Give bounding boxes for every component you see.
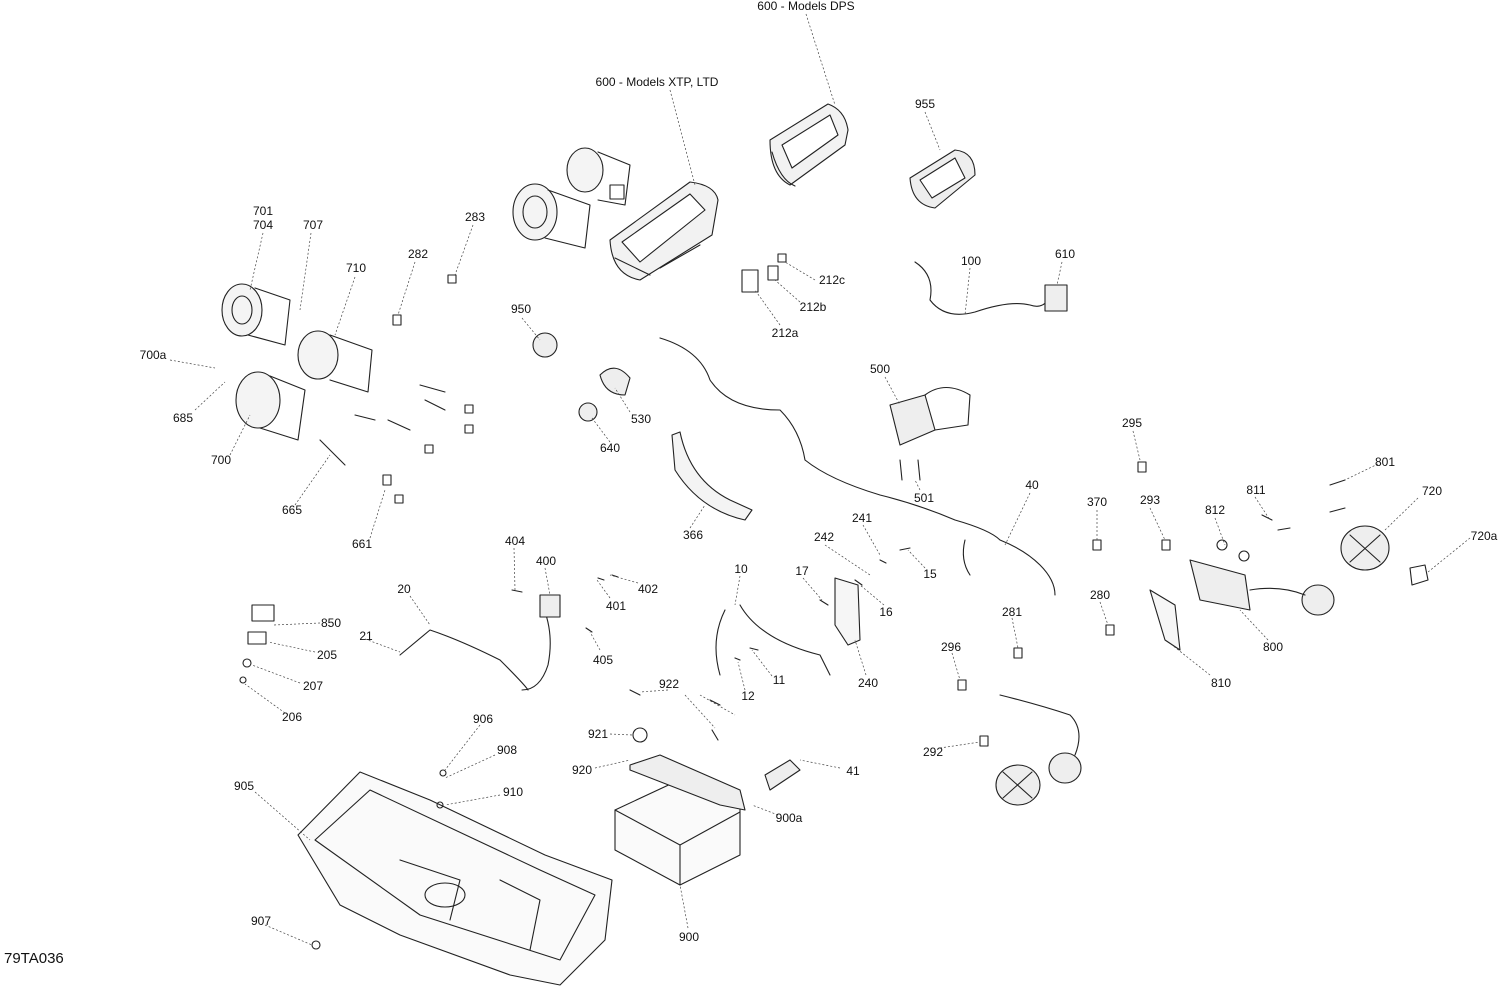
part-label-850: 850 [320, 616, 342, 630]
part-label-530: 530 [630, 412, 652, 426]
part-label-402: 402 [637, 582, 659, 596]
battery-900 [614, 754, 801, 886]
bracket-240 [834, 577, 861, 646]
part-label-685: 685 [172, 411, 194, 425]
part-label-707: 707 [302, 218, 324, 232]
gauge-cluster-xtp [609, 181, 719, 281]
part-label-40: 40 [1025, 478, 1039, 492]
part-label-281: 281 [1001, 605, 1023, 619]
part-label-212a: 212a [771, 326, 799, 340]
part-label-810: 810 [1210, 676, 1232, 690]
part-label-920: 920 [571, 763, 593, 777]
part-label-665: 665 [281, 503, 303, 517]
part-label-950: 950 [510, 302, 532, 316]
small-parts-misc [239, 461, 1346, 950]
part-label-405: 405 [592, 653, 614, 667]
part-label-366: 366 [682, 528, 704, 542]
part-label-206: 206 [281, 710, 303, 724]
part-label-907: 907 [250, 914, 272, 928]
part-label-720a: 720a [1470, 529, 1498, 543]
part-label-295: 295 [1121, 416, 1143, 430]
part-label-700: 700 [210, 453, 232, 467]
part-label-241: 241 [851, 511, 873, 525]
hose-366 [671, 431, 753, 521]
tray-905 [297, 771, 613, 986]
headlight-assembly-top [512, 147, 631, 249]
switches-center [532, 253, 787, 422]
part-label-207: 207 [302, 679, 324, 693]
part-label-900: 900 [678, 930, 700, 944]
part-label-212b: 212b [799, 300, 827, 314]
part-label-720: 720 [1421, 484, 1443, 498]
part-label-283: 283 [464, 210, 486, 224]
part-label-905: 905 [233, 779, 255, 793]
part-label-908: 908 [496, 743, 518, 757]
lights-right [995, 525, 1429, 806]
part-label-282: 282 [407, 247, 429, 261]
part-label-100: 100 [960, 254, 982, 268]
part-label-242: 242 [813, 530, 835, 544]
part-label-41: 41 [846, 764, 860, 778]
part-label-801: 801 [1374, 455, 1396, 469]
headlight-left-group [221, 283, 373, 441]
part-label-20: 20 [397, 582, 411, 596]
part-label-404: 404 [504, 534, 526, 548]
part-label-212c: 212c [818, 273, 846, 287]
display-955 [909, 149, 976, 209]
part-label-704: 704 [252, 218, 274, 232]
part-label-701: 701 [252, 204, 274, 218]
part-label-812: 812 [1204, 503, 1226, 517]
part-label-17: 17 [795, 564, 809, 578]
part-label-292: 292 [922, 745, 944, 759]
part-label-906: 906 [472, 712, 494, 726]
part-label-610: 610 [1054, 247, 1076, 261]
part-label-922: 922 [658, 677, 680, 691]
harness-40 [659, 337, 1056, 596]
part-label-205: 205 [316, 648, 338, 662]
harness-100 [914, 261, 1068, 315]
part-label-16: 16 [879, 605, 893, 619]
part-label-710: 710 [345, 261, 367, 275]
part-label-401: 401 [605, 599, 627, 613]
part-label-800: 800 [1262, 640, 1284, 654]
part-label-21: 21 [359, 629, 373, 643]
part-label-501: 501 [913, 491, 935, 505]
part-label-296: 296 [940, 640, 962, 654]
part-500 [889, 386, 971, 481]
part-label-10: 10 [734, 562, 748, 576]
figure-id: 79TA036 [4, 950, 64, 967]
part-label-400: 400 [535, 554, 557, 568]
part-label-955: 955 [914, 97, 936, 111]
part-label-600-xtp-ltd: 600 - Models XTP, LTD [595, 75, 719, 89]
part-label-921: 921 [587, 727, 609, 741]
part-label-500: 500 [869, 362, 891, 376]
gauge-dps [769, 103, 849, 187]
part-label-370: 370 [1086, 495, 1108, 509]
part-label-661: 661 [351, 537, 373, 551]
part-label-240: 240 [857, 676, 879, 690]
part-label-15: 15 [923, 567, 937, 581]
part-label-700a: 700a [139, 348, 167, 362]
fasteners-left [319, 274, 474, 504]
part-label-293: 293 [1139, 493, 1161, 507]
part-label-910: 910 [502, 785, 524, 799]
part-label-12: 12 [741, 689, 755, 703]
cables-10-20 [399, 594, 831, 691]
part-label-280: 280 [1089, 588, 1111, 602]
part-label-811: 811 [1246, 483, 1266, 497]
part-label-640: 640 [599, 441, 621, 455]
part-label-900a: 900a [775, 811, 803, 825]
part-label-11: 11 [772, 673, 786, 687]
part-label-600-dps: 600 - Models DPS [757, 0, 855, 13]
